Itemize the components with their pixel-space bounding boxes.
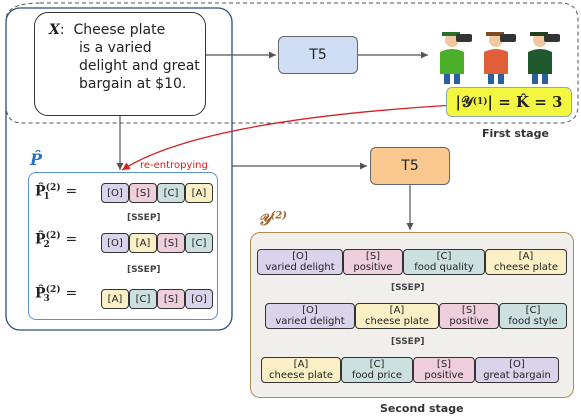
p-row-3-label: P̂3(2) = xyxy=(35,285,78,305)
y-row-3-item-4: [O]great bargain xyxy=(475,357,559,383)
re-entropying-label: re-entropying xyxy=(140,160,208,171)
input-line-3: delight and great xyxy=(79,58,200,74)
p-row-3-tag-1: [A] xyxy=(101,289,129,309)
input-line-2: is a varied xyxy=(79,40,152,56)
people-binoculars-group xyxy=(440,32,560,84)
p-row-3-tag-3: [S] xyxy=(157,289,185,309)
y-row-1-item-3: [C]food quality xyxy=(403,249,485,275)
y-row-3-item-3: [S]positive xyxy=(413,357,475,383)
y-ssep-2: [SSEP] xyxy=(391,337,425,347)
arrow-re-entropying xyxy=(121,104,456,171)
y-row-2-item-1: [O]varied delight xyxy=(265,303,355,329)
y-hat-title: 𝒴(2) xyxy=(258,210,287,229)
first-stage-result: |𝒴(1)| = K̂ = 3 xyxy=(446,87,572,117)
y-row-2-item-2: [A]cheese plate xyxy=(355,303,439,329)
y-row-1-item-1: [O]varied delight xyxy=(257,249,343,275)
p-row-1-tag-2: [S] xyxy=(129,183,157,203)
p-row-3-tag-2: [C] xyxy=(129,289,157,309)
p-row-2-tag-1: [O] xyxy=(101,233,129,253)
p-row-2-tag-3: [S] xyxy=(157,233,185,253)
p-row-2-tag-2: [A] xyxy=(129,233,157,253)
p-ssep-1: [SSEP] xyxy=(127,213,161,223)
t5-model-second: T5 xyxy=(370,147,450,185)
second-stage-label: Second stage xyxy=(380,402,464,415)
p-row-2-tag-4: [C] xyxy=(185,233,213,253)
second-stage-output-box: [O]varied delight [S]positive [C]food qu… xyxy=(250,232,574,398)
person-binoculars-orange-icon xyxy=(484,32,516,84)
first-stage-label: First stage xyxy=(482,127,549,140)
y-row-3-item-1: [A]cheese plate xyxy=(261,357,341,383)
first-stage-frame xyxy=(5,2,579,124)
p-row-1-label: P̂1(2) = xyxy=(35,183,78,203)
person-binoculars-darkgreen-icon xyxy=(528,32,560,84)
person-binoculars-green-icon xyxy=(440,32,472,84)
y-row-3-item-2: [C]food price xyxy=(341,357,413,383)
y-row-2-item-4: [C]food style xyxy=(499,303,567,329)
input-line-1: Cheese plate xyxy=(73,22,166,38)
p-hat-title: P̂ xyxy=(30,150,43,169)
p-row-1-tag-4: [A] xyxy=(185,183,213,203)
p-row-3-tag-4: [O] xyxy=(185,289,213,309)
input-line-4: bargain at $10. xyxy=(79,76,187,92)
p-permutations-box: P̂1(2) = [O] [S] [C] [A] [SSEP] P̂2(2) =… xyxy=(28,172,218,320)
input-x-label: X xyxy=(49,22,60,38)
p-row-2-label: P̂2(2) = xyxy=(35,231,78,251)
t5-model-first: T5 xyxy=(278,36,358,74)
input-sentence-box: X: Cheese plate is a varied delight and … xyxy=(34,12,206,116)
p-row-1-tag-1: [O] xyxy=(101,183,129,203)
y-row-1-item-2: [S]positive xyxy=(343,249,403,275)
p-row-1-tag-3: [C] xyxy=(157,183,185,203)
y-row-1-item-4: [A]cheese plate xyxy=(485,249,567,275)
y-ssep-1: [SSEP] xyxy=(391,283,425,293)
p-ssep-2: [SSEP] xyxy=(127,265,161,275)
left-frame xyxy=(5,7,233,331)
y-row-2-item-3: [S]positive xyxy=(439,303,499,329)
